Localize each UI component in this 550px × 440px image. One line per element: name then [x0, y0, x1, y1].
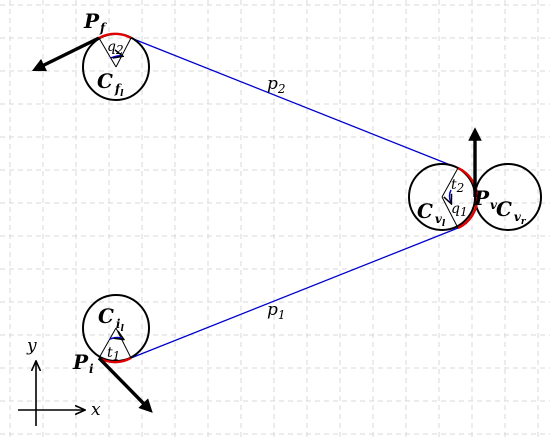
label-pf: Pf [83, 9, 107, 35]
arc-final [98, 32, 132, 40]
path-segment-p2 [130, 37, 459, 169]
axis-x-label: x [91, 400, 101, 420]
label-p2: p2 [267, 74, 286, 96]
axis-y-label: y [26, 336, 37, 356]
angle-marks-initial [98, 327, 132, 359]
heading-arrow-final [31, 36, 100, 72]
angle-marks-via [441, 167, 459, 229]
label-t1: t1 [107, 345, 120, 363]
label-q2: q2 [107, 39, 124, 57]
angle-marks-final [98, 37, 132, 68]
label-pv: Pv [473, 186, 498, 212]
label-p1: p1 [267, 300, 286, 322]
path-segment-p1 [130, 227, 459, 359]
label-t2: t2 [451, 177, 464, 195]
heading-arrow-initial [97, 356, 153, 413]
label-q1: q1 [451, 201, 468, 219]
arc-via [457, 166, 479, 230]
label-pi: Pi [72, 350, 94, 376]
